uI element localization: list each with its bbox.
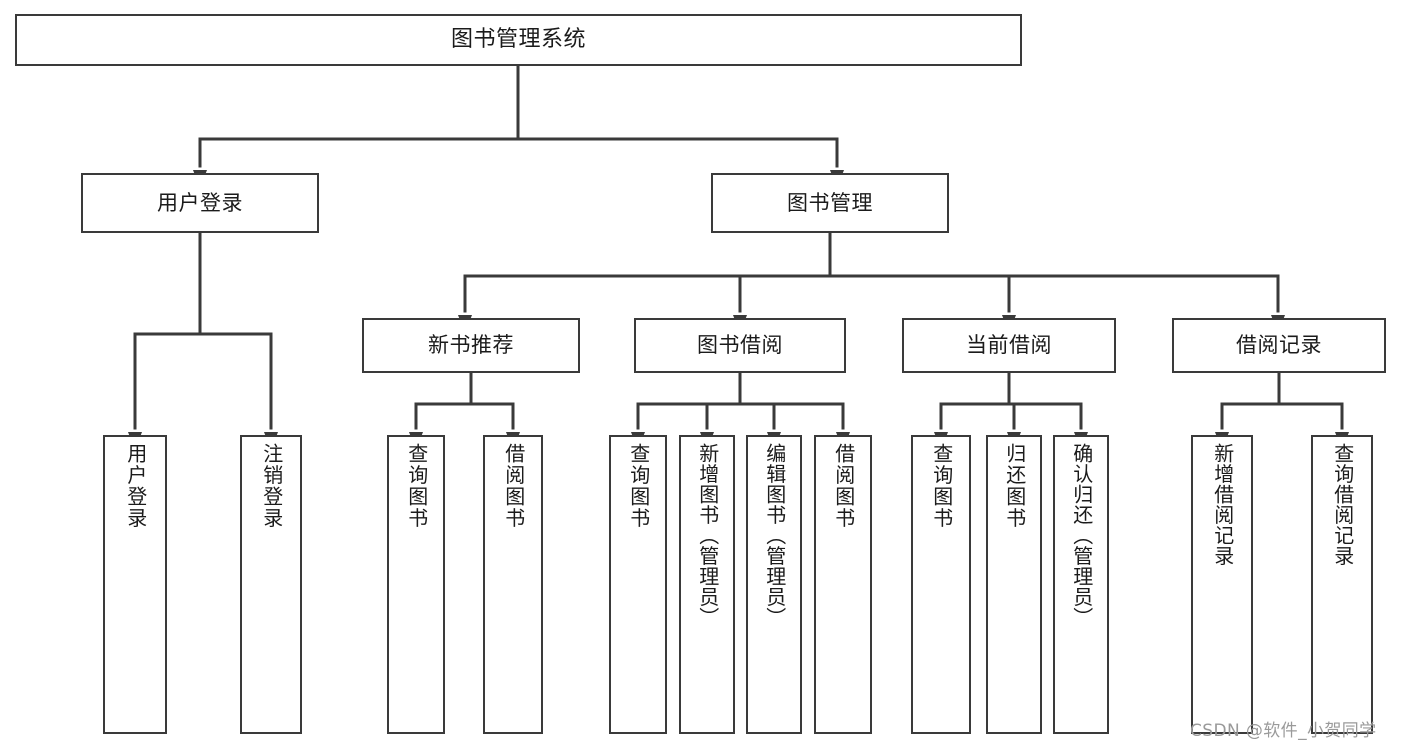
node-leaf-1: 注销登录 xyxy=(240,435,302,734)
node-leaf-7: 借阅图书 xyxy=(814,435,872,734)
node-level1-1: 图书管理 xyxy=(711,173,949,233)
node-label: 图书管理系统 xyxy=(450,27,586,53)
node-leaf-6: 编辑图书（管理员） xyxy=(746,435,802,734)
node-leaf-11: 新增借阅记录 xyxy=(1191,435,1253,734)
node-label: 新增图书（管理员） xyxy=(695,443,720,628)
node-level2-2: 当前借阅 xyxy=(902,318,1116,373)
node-level2-3: 借阅记录 xyxy=(1172,318,1386,373)
node-label: 注销登录 xyxy=(259,443,284,529)
node-label: 图书借阅 xyxy=(697,333,783,358)
node-label: 查询借阅记录 xyxy=(1330,443,1355,566)
node-label: 查询图书 xyxy=(404,443,429,529)
node-leaf-9: 归还图书 xyxy=(986,435,1042,734)
node-label: 查询图书 xyxy=(929,443,954,529)
node-label: 归还图书 xyxy=(1002,443,1027,529)
node-label: 编辑图书（管理员） xyxy=(762,443,787,628)
node-leaf-5: 新增图书（管理员） xyxy=(679,435,735,734)
node-label: 确认归还（管理员） xyxy=(1069,443,1094,628)
node-root: 图书管理系统 xyxy=(15,14,1022,66)
csdn-watermark: CSDN @软件_小贺同学 xyxy=(1190,721,1377,741)
node-label: 当前借阅 xyxy=(966,333,1052,358)
node-label: 借阅图书 xyxy=(831,443,856,529)
node-leaf-2: 查询图书 xyxy=(387,435,445,734)
node-label: 借阅图书 xyxy=(501,443,526,529)
node-level2-1: 图书借阅 xyxy=(634,318,846,373)
node-level1-0: 用户登录 xyxy=(81,173,319,233)
node-label: 借阅记录 xyxy=(1236,333,1322,358)
node-leaf-10: 确认归还（管理员） xyxy=(1053,435,1109,734)
node-leaf-0: 用户登录 xyxy=(103,435,167,734)
node-leaf-12: 查询借阅记录 xyxy=(1311,435,1373,734)
node-label: 用户登录 xyxy=(123,443,148,529)
node-leaf-4: 查询图书 xyxy=(609,435,667,734)
node-label: 新增借阅记录 xyxy=(1210,443,1235,566)
edge-paths xyxy=(133,64,1344,430)
node-leaf-8: 查询图书 xyxy=(911,435,971,734)
node-level2-0: 新书推荐 xyxy=(362,318,580,373)
node-leaf-3: 借阅图书 xyxy=(483,435,543,734)
node-label: 图书管理 xyxy=(787,190,873,215)
node-label: 查询图书 xyxy=(626,443,651,529)
node-label: 用户登录 xyxy=(157,190,243,215)
node-label: 新书推荐 xyxy=(428,333,514,358)
